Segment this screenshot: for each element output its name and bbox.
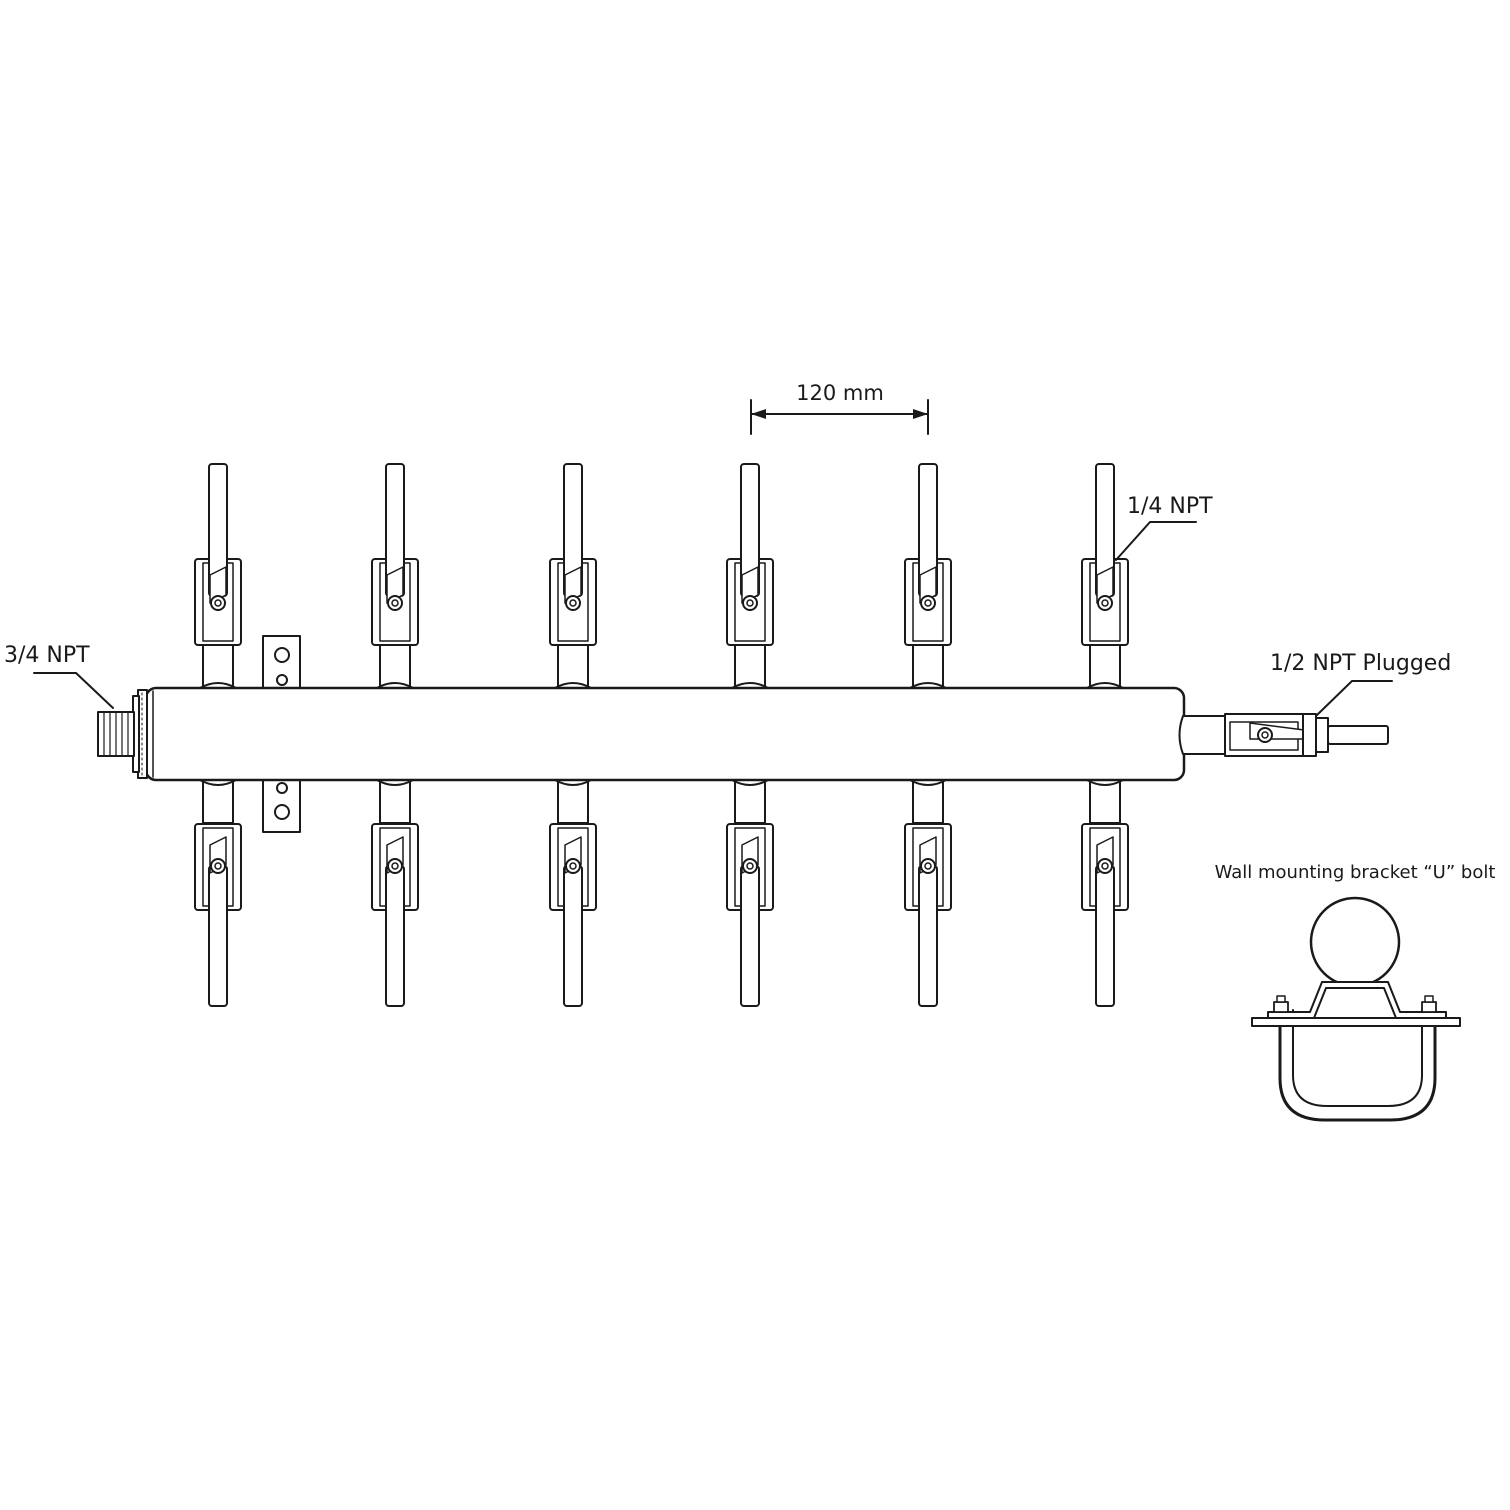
valve-bottom-1 [194, 779, 242, 1007]
valve-nut [210, 858, 226, 874]
valve-bottom-4 [726, 779, 774, 1007]
valve-nut [565, 858, 581, 874]
valve-nipple [557, 779, 589, 824]
valve-nipple [912, 644, 944, 689]
valve-nipple [912, 779, 944, 824]
valve-top-2 [371, 463, 419, 689]
inlet-callout: 3/4 NPT [4, 643, 114, 709]
valve-nipple [734, 644, 766, 689]
handle-arm [919, 566, 937, 604]
valve-top-1 [194, 463, 242, 689]
valve-nut [565, 595, 581, 611]
end-plug-assembly [1178, 713, 1389, 757]
valve-nut-center [1101, 599, 1109, 607]
mounting-strip-top [262, 635, 301, 691]
valve-bottom-6 [1081, 779, 1129, 1007]
valve-nipple [557, 644, 589, 689]
valve-handle [563, 865, 583, 1007]
valve-nut-center [924, 862, 932, 870]
valve-nut-center [569, 862, 577, 870]
valve-nipple [202, 779, 234, 824]
spacing-label: 120 mm [796, 381, 884, 405]
inlet-label: 3/4 NPT [4, 643, 90, 668]
handle-arm [1096, 566, 1114, 604]
valve-top-4 [726, 463, 774, 689]
valve-handle [1095, 865, 1115, 1007]
valve-nut [387, 858, 403, 874]
spacing-dimension: 120 mm [750, 381, 929, 435]
valve-nut-center [391, 599, 399, 607]
plug-label: 1/2 NPT Plugged [1270, 651, 1451, 676]
valve-handle [385, 865, 405, 1007]
port-callout: 1/4 NPT [1115, 494, 1213, 561]
valve-nut [920, 858, 936, 874]
valve-nut [920, 595, 936, 611]
valve-nut [1097, 858, 1113, 874]
valve-nut-center [924, 599, 932, 607]
valve-top-5 [904, 463, 952, 689]
handle-arm [386, 566, 404, 604]
valve-nut [742, 595, 758, 611]
valve-handle [208, 865, 228, 1007]
valve-nut [742, 858, 758, 874]
valve-handle [740, 865, 760, 1007]
valve-row-bottom [194, 779, 1129, 1007]
bracket-label: Wall mounting bracket “U” bolt [1215, 862, 1496, 883]
port-label: 1/4 NPT [1127, 494, 1213, 519]
valve-nut-center [569, 599, 577, 607]
handle-arm [209, 566, 227, 604]
mounting-strip-bottom [262, 777, 301, 833]
valve-bottom-3 [549, 779, 597, 1007]
valve-handle [918, 865, 938, 1007]
valve-nut [387, 595, 403, 611]
manifold-body [144, 686, 1186, 782]
valve-bottom-2 [371, 779, 419, 1007]
valve-nipple [1089, 644, 1121, 689]
valve-nut-center [746, 599, 754, 607]
valve-row-top [194, 463, 1129, 689]
valve-nut-center [214, 599, 222, 607]
valve-nut-center [214, 862, 222, 870]
handle-arm [564, 566, 582, 604]
valve-nipple [1089, 779, 1121, 824]
plug-callout: 1/2 NPT Plugged [1270, 651, 1451, 716]
inlet-nipple [97, 711, 135, 757]
valve-nipple [734, 779, 766, 824]
valve-nut-center [746, 862, 754, 870]
handle-arm [741, 566, 759, 604]
valve-nipple [379, 779, 411, 824]
valve-nut [1097, 595, 1113, 611]
valve-nut-center [391, 862, 399, 870]
valve-top-6 [1081, 463, 1129, 689]
valve-bottom-5 [904, 779, 952, 1007]
valve-nipple [379, 644, 411, 689]
valve-top-3 [549, 463, 597, 689]
valve-nut-center [1101, 862, 1109, 870]
valve-nipple [202, 644, 234, 689]
u-bolt-bracket-detail: Wall mounting bracket “U” bolt [1215, 862, 1496, 1122]
inlet-flange [132, 689, 148, 779]
valve-nut [210, 595, 226, 611]
